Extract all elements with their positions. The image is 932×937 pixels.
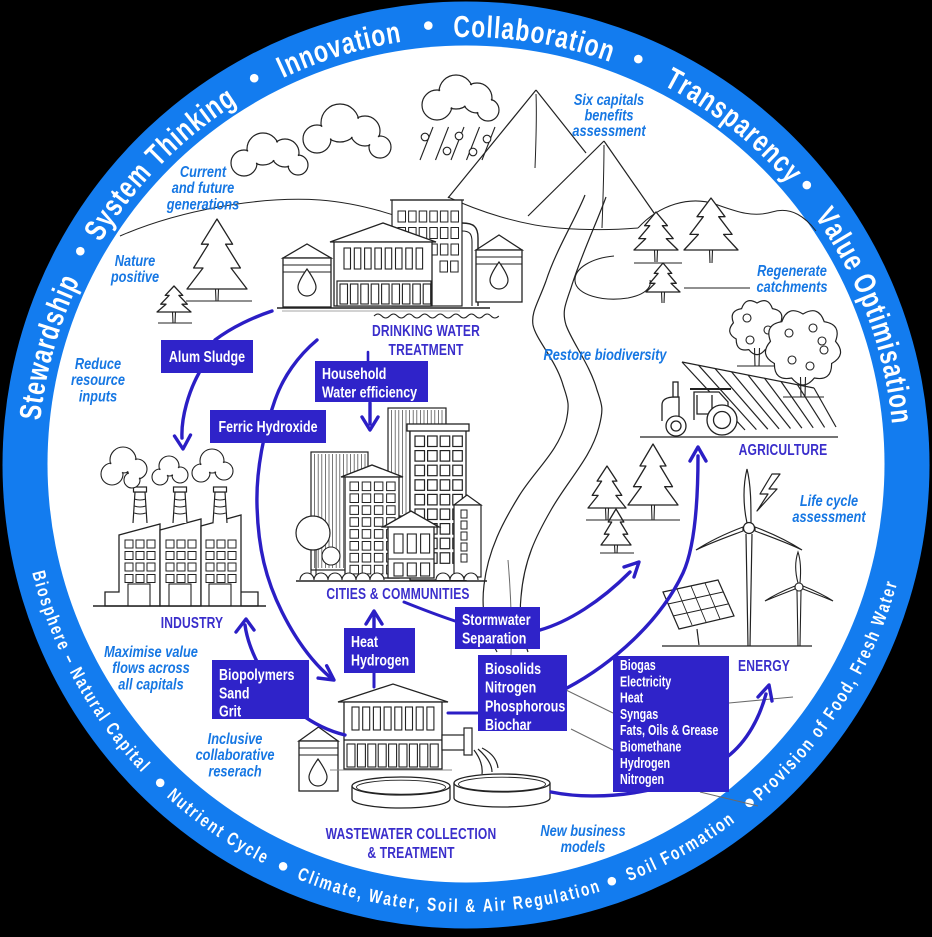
svg-text:r: r (407, 892, 415, 913)
svg-text:l: l (306, 868, 317, 888)
svg-text:r: r (880, 579, 901, 590)
svg-text:R: R (512, 893, 525, 914)
svg-text:,: , (415, 893, 421, 914)
svg-text:ENERGY: ENERGY (738, 657, 790, 675)
svg-text:Restore biodiversity: Restore biodiversity (544, 347, 668, 365)
svg-text:b: b (513, 13, 531, 48)
svg-text:i: i (494, 895, 499, 916)
svg-text:e: e (398, 891, 409, 912)
svg-text:t: t (391, 890, 399, 911)
svg-text:e: e (523, 891, 534, 912)
svg-text:i: i (448, 896, 453, 916)
svg-text:A: A (482, 895, 493, 916)
svg-text:t: t (340, 879, 350, 900)
svg-text:l: l (552, 887, 560, 908)
svg-text:W: W (367, 886, 384, 909)
svg-text:n: n (884, 407, 919, 425)
svg-text:&: & (465, 896, 475, 916)
svg-text:Ferric Hydroxide: Ferric Hydroxide (218, 419, 317, 437)
svg-text:l: l (486, 10, 494, 44)
svg-text:u: u (542, 888, 554, 910)
svg-text:S: S (13, 402, 49, 421)
svg-text:AGRICULTURE: AGRICULTURE (739, 441, 828, 459)
svg-text:i: i (31, 580, 52, 589)
svg-text:r: r (499, 894, 507, 915)
svg-text:g: g (532, 890, 544, 911)
svg-text:,: , (356, 883, 365, 904)
svg-text:l: l (493, 11, 502, 45)
svg-text:e: e (17, 379, 53, 397)
svg-text:a: a (382, 889, 394, 911)
svg-text:i: i (642, 857, 654, 877)
svg-text:Alum Sludge: Alum Sludge (169, 349, 245, 367)
svg-text:INDUSTRY: INDUSTRY (161, 614, 224, 632)
svg-text:CITIES & COMMUNITIES: CITIES & COMMUNITIES (326, 585, 469, 603)
svg-text:o: o (471, 10, 486, 44)
svg-text:o: o (437, 895, 447, 916)
svg-text:C: C (453, 10, 470, 44)
svg-text:n: n (383, 15, 402, 51)
svg-text:i: i (573, 882, 582, 903)
svg-text:t: t (567, 883, 577, 904)
svg-text:S: S (426, 894, 437, 915)
svg-text:i: i (311, 870, 322, 890)
svg-text:t: t (876, 595, 897, 606)
svg-text:o: o (882, 391, 918, 410)
svg-text:m: m (317, 872, 335, 895)
svg-text:l: l (454, 896, 458, 916)
svg-text:o: o (368, 18, 389, 54)
svg-text:WASTEWATER COLLECTION& TREATME: WASTEWATER COLLECTION& TREATMENT (326, 825, 497, 862)
svg-text:a: a (500, 11, 517, 46)
svg-text:o: o (528, 15, 547, 51)
